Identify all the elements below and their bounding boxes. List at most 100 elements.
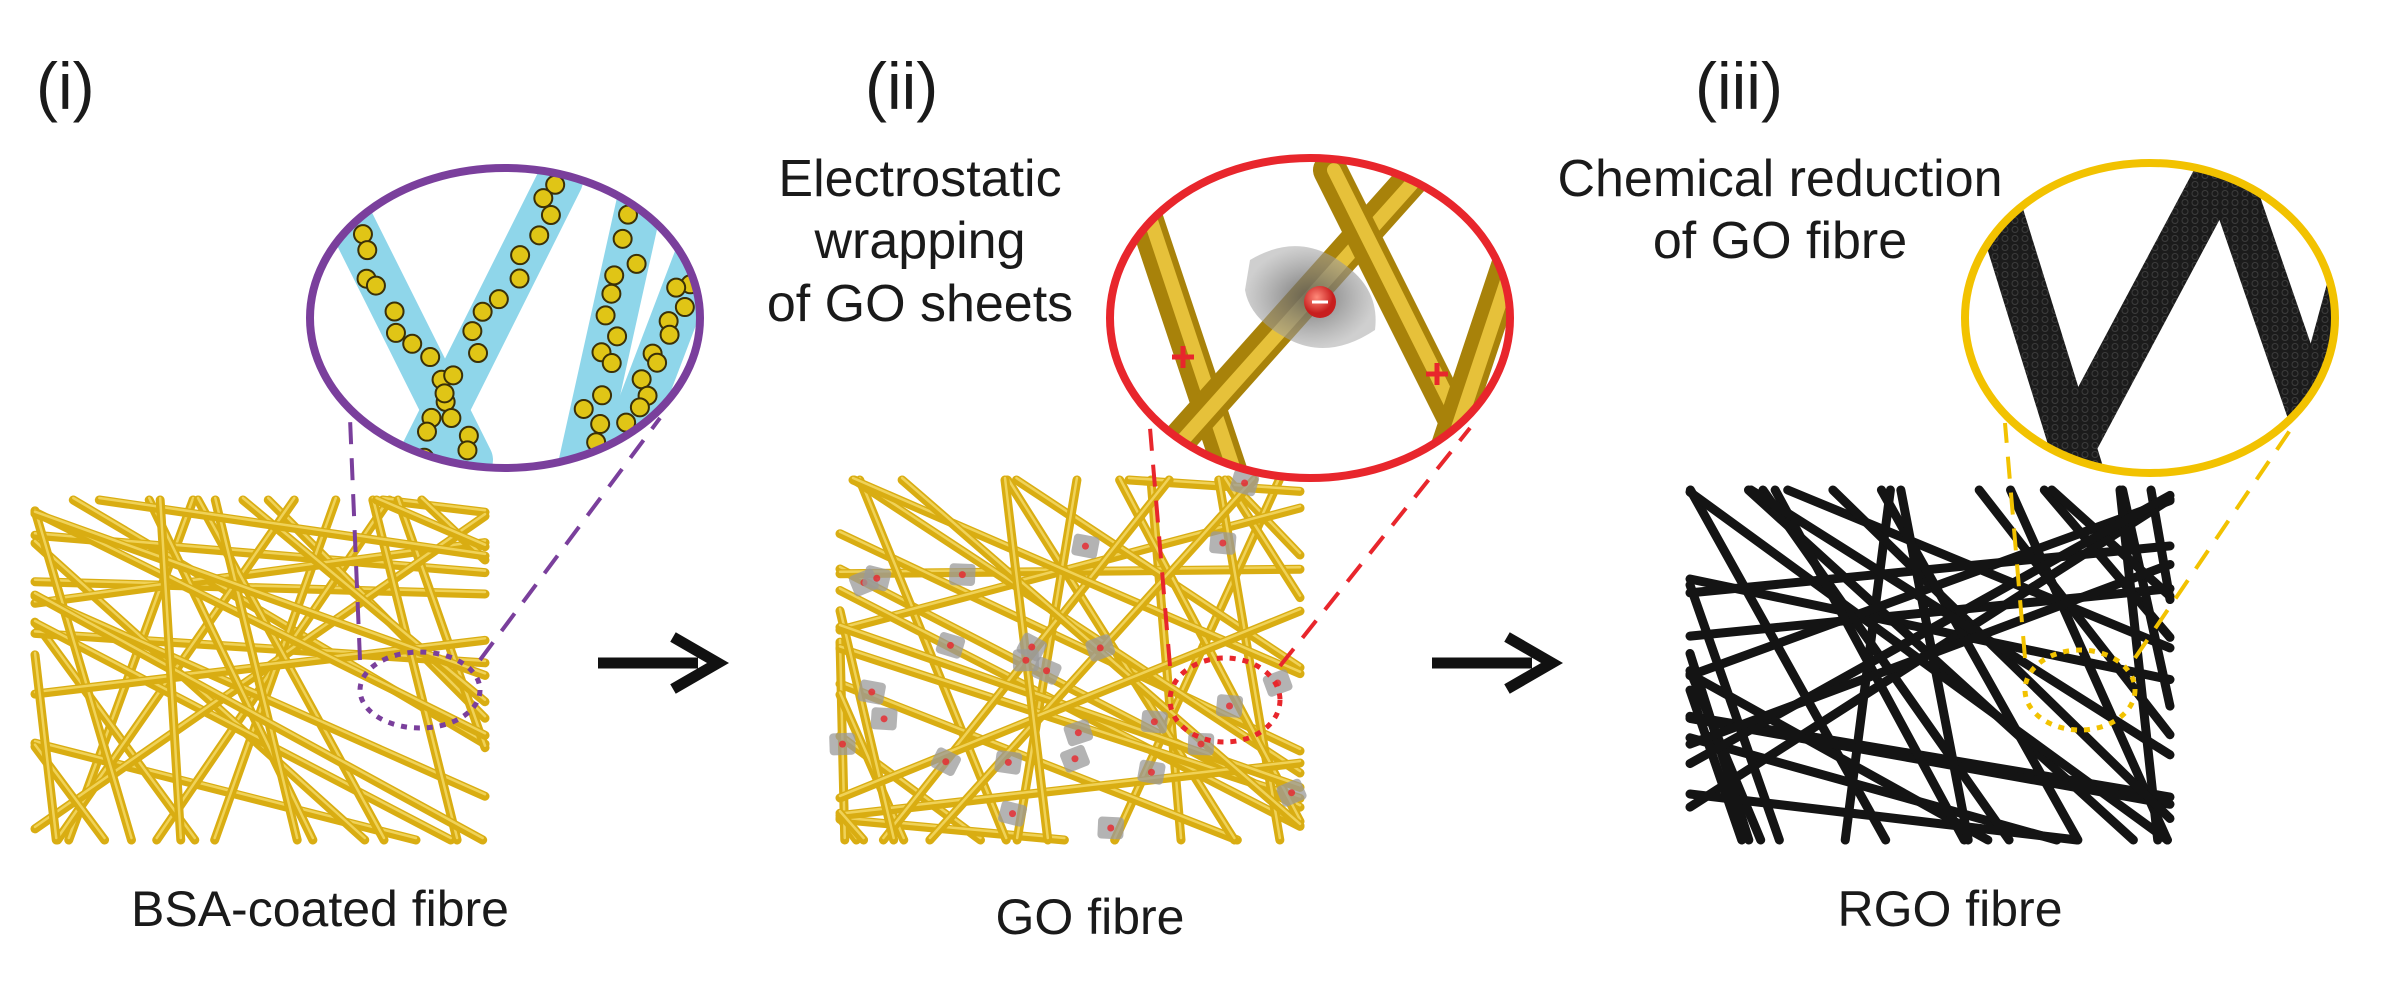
bsa-protein	[529, 225, 550, 246]
bsa-protein	[468, 343, 489, 364]
description-line: wrapping	[814, 212, 1026, 271]
bsa-protein	[647, 352, 668, 373]
bsa-zoom-line	[348, 417, 362, 661]
go-sheet-charge	[873, 574, 881, 582]
go-sheet-charge	[838, 740, 846, 748]
rgo-rod	[2037, 163, 2243, 473]
go-sheet-charge	[1197, 740, 1205, 748]
go-sheet-charge	[1009, 810, 1017, 818]
bsa-protein	[601, 283, 622, 304]
arrow-head	[670, 632, 729, 694]
bsa-protein	[573, 398, 594, 419]
fibre-strand	[1685, 685, 1747, 845]
bsa-protein	[462, 321, 483, 342]
fibre-highlight	[371, 496, 459, 840]
fibre-highlight	[33, 578, 487, 594]
fibre-strand	[2118, 485, 2175, 711]
fibre-strand	[1685, 789, 2082, 845]
go-sheet-charge	[1071, 755, 1079, 763]
bsa-protein	[443, 365, 464, 386]
go-zoom-line	[1148, 427, 1172, 667]
bsa-protein	[472, 301, 493, 322]
fibre-highlight	[838, 809, 865, 840]
fibre-strand	[1746, 485, 2175, 760]
arrow-head	[1504, 632, 1563, 694]
fibre-highlight	[838, 607, 895, 840]
fibre-highlight	[375, 496, 487, 546]
go-sheet-charge	[868, 688, 876, 696]
fibre-strand	[1011, 475, 1305, 672]
bsa-protein	[629, 397, 650, 418]
go-sheet-charge	[1028, 643, 1036, 651]
bsa-protein	[626, 253, 647, 274]
fibre-highlight	[838, 816, 1066, 840]
bsa-zoom-region	[357, 649, 483, 731]
fibre-strand	[2006, 485, 2172, 845]
bsa-protein	[666, 277, 687, 298]
bsa-fibre-mat	[30, 495, 490, 845]
bsa-protein	[564, 462, 585, 468]
fibre-strand	[1685, 580, 1784, 845]
bsa-protein	[416, 421, 437, 442]
description-line: of GO fibre	[1652, 212, 1908, 271]
fibre-strand	[1685, 669, 1993, 845]
fibre-highlight	[853, 476, 1302, 773]
bsa-protein	[631, 369, 652, 390]
fibre-strand	[30, 538, 490, 608]
fibre-highlight	[158, 496, 183, 840]
bsa-protein	[540, 205, 561, 226]
bsa-protein	[365, 275, 386, 296]
fibre-strand	[835, 808, 869, 845]
fibre-highlight	[33, 618, 197, 840]
bsa-zoom-line	[478, 416, 662, 662]
go-inset-border	[1106, 154, 1514, 482]
process-arrow-2	[1432, 632, 1563, 694]
bsa-protein	[601, 353, 622, 374]
bsa-protein	[434, 383, 455, 404]
bsa-protein	[385, 322, 406, 343]
fibre-highlight	[33, 507, 133, 840]
fibre-strand	[30, 507, 490, 740]
go-sheet-charge	[1219, 539, 1227, 547]
fibre-strand	[30, 509, 490, 680]
step-description-2: Electrostatic wrapping of GO sheets	[720, 148, 1120, 335]
fibre-highlight	[214, 496, 299, 840]
rgo-zoom-region	[2022, 647, 2138, 733]
go-sheet-charge	[1004, 758, 1012, 766]
fibre-strand	[30, 577, 490, 599]
step-description-3: Chemical reduction of GO fibre	[1500, 148, 2060, 273]
fibre-highlight	[396, 496, 487, 747]
go-sheet-charge	[958, 571, 966, 579]
fibre-strand	[30, 618, 456, 845]
go-sheet-charge	[1288, 789, 1296, 797]
fibre-highlight	[420, 496, 487, 560]
bsa-inset	[310, 168, 700, 468]
fibre-highlight	[1127, 476, 1302, 491]
fibre-strand	[372, 495, 490, 552]
go-sheet-charge	[942, 758, 950, 766]
process-arrow-1	[598, 632, 729, 694]
go-zoom-region	[1167, 655, 1283, 745]
bsa-protein	[590, 414, 611, 435]
fibre-strand	[30, 590, 488, 845]
go-sheet-charge	[880, 715, 888, 723]
caption-go-fibre: GO fibre	[995, 889, 1185, 945]
step-label-3: (iii)	[1695, 49, 1783, 123]
go-sheet-charge	[1022, 656, 1030, 664]
fibre-strand	[835, 758, 1305, 821]
bsa-protein	[441, 407, 462, 428]
bsa-protein	[683, 233, 700, 254]
rgo-inset-border	[1961, 159, 2339, 477]
fibre-highlight	[33, 739, 418, 840]
bsa-protein	[457, 440, 478, 461]
step-label-2: (ii)	[865, 49, 939, 123]
rgo-fibre-mat	[1685, 485, 2175, 845]
bsa-protein	[607, 326, 628, 347]
bsa-protein	[510, 245, 531, 266]
go-sheet-charge	[946, 641, 954, 649]
step-label-1: (i)	[36, 49, 95, 123]
fibre-strand	[2047, 485, 2175, 601]
go-sheet-charge	[1074, 729, 1082, 737]
